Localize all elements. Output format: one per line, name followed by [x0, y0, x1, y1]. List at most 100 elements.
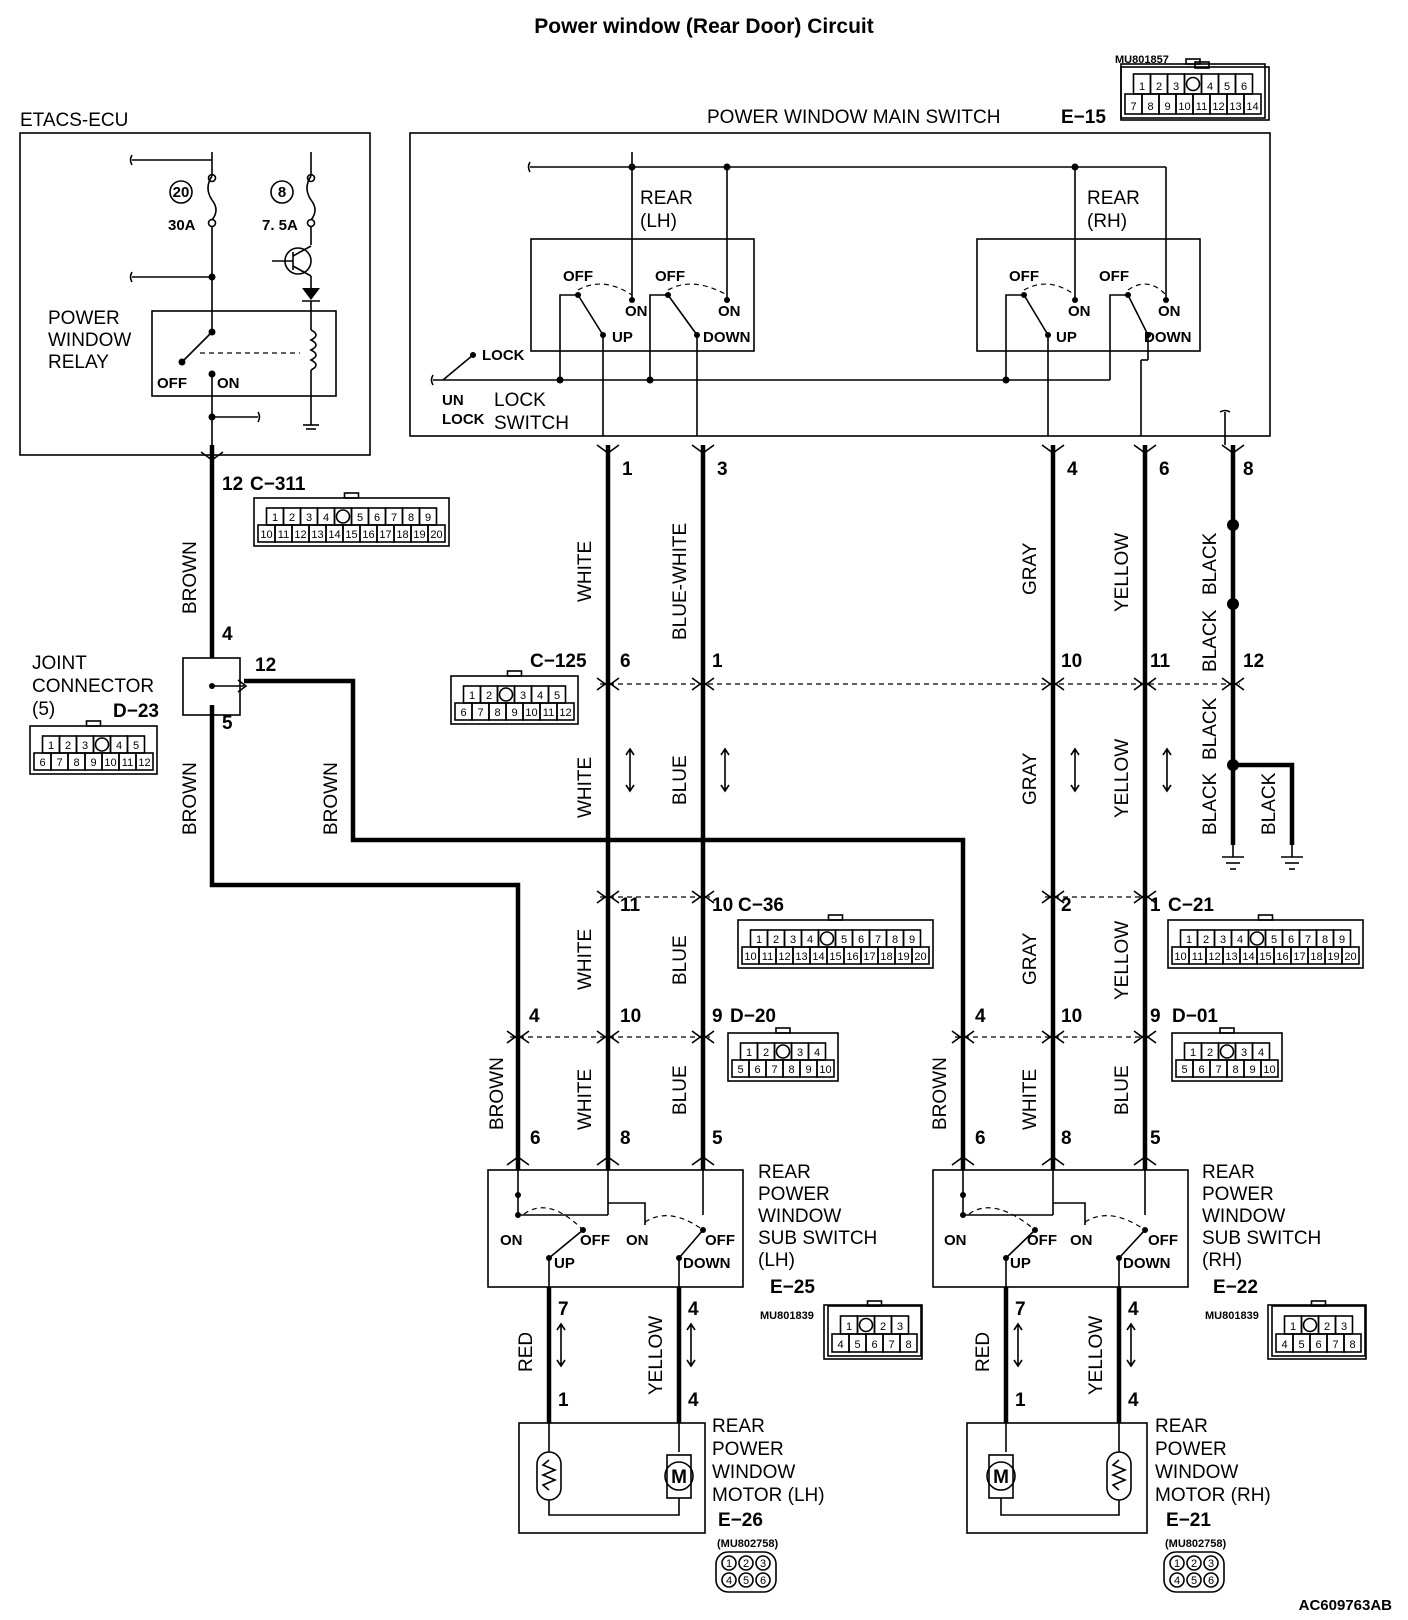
- etacs-label: ETACS-ECU: [20, 110, 128, 131]
- sub-rh-pin-5: 5: [1150, 1128, 1161, 1149]
- connector-pin-number: 19: [897, 951, 909, 963]
- wire-black-1: BLACK: [1200, 532, 1221, 595]
- d20-code: D−20: [730, 1006, 776, 1027]
- connector-pin-number: 16: [1276, 951, 1288, 963]
- connector-pin-number: 6: [871, 1339, 877, 1351]
- unlock-label-2: LOCK: [442, 411, 485, 428]
- connector-pin-number: 4: [837, 1339, 843, 1351]
- connector-pin-number: 5: [133, 740, 139, 752]
- wire-black-3: BLACK: [1200, 697, 1221, 760]
- relay-label-2: WINDOW: [48, 330, 131, 351]
- connector-pin-number: 6: [858, 934, 864, 946]
- lh-down-off: OFF: [655, 268, 685, 285]
- lh-up-label: UP: [612, 329, 633, 346]
- wire-white-3: WHITE: [575, 929, 596, 990]
- connector-cell: [1243, 93, 1262, 115]
- wire-yellow-5: YELLOW: [1086, 1316, 1107, 1395]
- motor-lh-pin-4: 4: [688, 1390, 699, 1411]
- connector-pin-number: 9: [805, 1064, 811, 1076]
- rh-up-off: OFF: [1009, 268, 1039, 285]
- connector-pin-number: 2: [743, 1558, 749, 1570]
- connector-pin-number: 5: [841, 934, 847, 946]
- d01-pin-10: 10: [1061, 1006, 1082, 1027]
- motor-rh-symbol: M: [993, 1467, 1009, 1488]
- connector-pin-number: 3: [1220, 934, 1226, 946]
- wire-white-4: WHITE: [575, 1069, 596, 1130]
- sub-lh-label-4: SUB SWITCH: [758, 1228, 877, 1249]
- connector-cell: [738, 1572, 754, 1588]
- connector-pin-number: 9: [425, 512, 431, 524]
- sub-lh-on-1: ON: [500, 1232, 523, 1249]
- connector-pin-number: 4: [1174, 1575, 1180, 1587]
- connector-pin-number: 9: [1164, 101, 1170, 113]
- c36-code: C−36: [738, 895, 784, 916]
- wire-blue-white: BLUE-WHITE: [670, 523, 691, 640]
- connector-pin-number: 13: [1229, 101, 1241, 113]
- pin-labels: 1 3 4 6 8 12 C−311 4 12 5 D−23 JOINT CON…: [32, 459, 1264, 1411]
- connector-pin-number: 1: [1290, 1321, 1296, 1333]
- main-switch-part-no: MU801857: [1115, 54, 1169, 66]
- connector-cell: [1203, 1555, 1219, 1571]
- wire-yellow-2: YELLOW: [1112, 739, 1133, 818]
- d01-pin-9: 9: [1150, 1006, 1161, 1027]
- connector-cell: [135, 752, 154, 771]
- connector-pin-number: 8: [1232, 1064, 1238, 1076]
- connector-cell: [1260, 1059, 1279, 1078]
- connector-pin-number: 11: [278, 529, 289, 541]
- c125-pin-10: 10: [1061, 651, 1082, 672]
- fuse8-number: 8: [278, 184, 286, 201]
- c21-code: C−21: [1168, 895, 1214, 916]
- connector-pin-number: 3: [520, 690, 526, 702]
- connector-pin-number: 2: [1203, 934, 1209, 946]
- motor-lh-icon: [664, 1461, 694, 1491]
- c36-pin-11: 11: [620, 895, 641, 916]
- connector-pin-number: 5: [737, 1064, 743, 1076]
- connector-pin-number: 12: [294, 529, 306, 541]
- wire-brown-1: BROWN: [180, 541, 201, 614]
- connector-pin-number: 5: [1298, 1339, 1304, 1351]
- motor-lh: M REAR POWER WINDOW MOTOR (LH) E−26 (MU8…: [518, 1416, 825, 1593]
- c36-pin-10: 10: [712, 895, 733, 916]
- connector-pin-number: 4: [1207, 81, 1213, 93]
- connector-pin-number: 13: [311, 529, 323, 541]
- wire-white-1: WHITE: [575, 541, 596, 602]
- connector-pin-number: 16: [846, 951, 858, 963]
- wire-red-2: RED: [973, 1332, 994, 1372]
- motor-rh-label-4: MOTOR (RH): [1155, 1485, 1271, 1506]
- connector-pin-number: 2: [65, 740, 71, 752]
- d20-pin-4: 4: [529, 1006, 540, 1027]
- sub-rh-on-2: ON: [1070, 1232, 1093, 1249]
- connector-cell: [1186, 1572, 1202, 1588]
- lh-up-off: OFF: [563, 268, 593, 285]
- main-switch-code: E−15: [1061, 107, 1106, 128]
- sub-lh-label-2: POWER: [758, 1184, 830, 1205]
- sub-rh-code: E−22: [1213, 1277, 1258, 1298]
- connector-pin-number: 8: [905, 1339, 911, 1351]
- connector-pin-number: 8: [408, 512, 414, 524]
- connector-key-icon: [819, 931, 835, 946]
- sub-rh-pin-6: 6: [975, 1128, 986, 1149]
- wire-color-labels: BROWN BROWN BROWN WHITE BLUE-WHITE GRAY …: [180, 523, 1280, 1395]
- connector-pin-number: 2: [289, 512, 295, 524]
- motor-rh-pin-4: 4: [1128, 1390, 1139, 1411]
- connector-pin-number: 2: [773, 934, 779, 946]
- wire-blue-4: BLUE: [1112, 1065, 1133, 1115]
- sub-rh-up: UP: [1010, 1255, 1031, 1272]
- connector-pin-number: 7: [1305, 934, 1311, 946]
- connector-pin-number: 19: [1327, 951, 1339, 963]
- connector-key-icon: [335, 509, 351, 524]
- sub-rh-pin-8: 8: [1061, 1128, 1072, 1149]
- rh-up-label: UP: [1056, 329, 1077, 346]
- motor-rh-part-no: (MU802758): [1165, 1538, 1226, 1550]
- wire-brown-4: BROWN: [487, 1057, 508, 1130]
- wire-blue-1: BLUE: [670, 755, 691, 805]
- connector-cell: [755, 1555, 771, 1571]
- motor-lh-label-1: REAR: [712, 1416, 765, 1437]
- relay-off: OFF: [157, 375, 187, 392]
- c125-pin-6: 6: [620, 651, 631, 672]
- connector-pin-number: 2: [1191, 1558, 1197, 1570]
- connector-pin-number: 8: [1349, 1339, 1355, 1351]
- connector-pin-number: 6: [460, 707, 466, 719]
